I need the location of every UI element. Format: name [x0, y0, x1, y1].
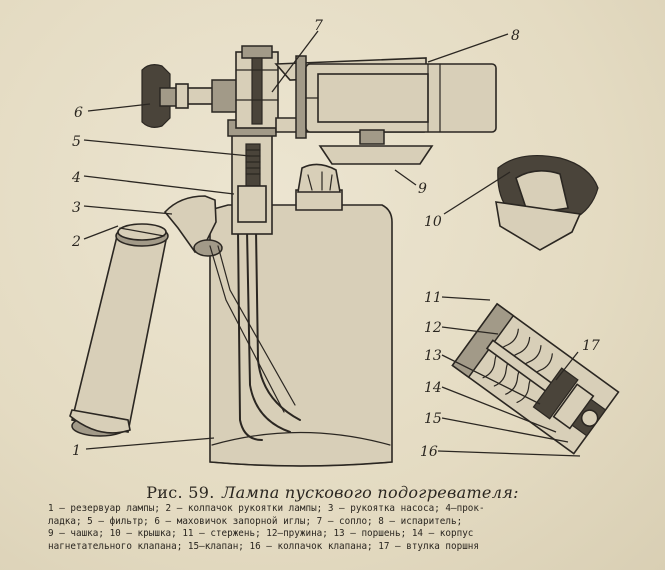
riser-tubes	[209, 229, 301, 441]
lamp-illustration: 1 2 3 4 5 6 7 8 9 10 11 12 13 14 15 16 1…	[69, 18, 620, 467]
filler-cap	[295, 163, 343, 211]
pump-handle	[69, 223, 169, 437]
figure-legend: 1 — резервуар лампы; 2 — колпачок рукоят…	[48, 503, 640, 553]
callout-8: 8	[511, 28, 520, 44]
callout-17: 17	[582, 338, 600, 354]
leader-lines	[83, 30, 581, 457]
valve-assembly	[175, 45, 279, 129]
callout-10: 10	[424, 214, 442, 230]
cup	[318, 129, 434, 165]
callout-6: 6	[74, 105, 83, 121]
callout-7: 7	[314, 18, 323, 34]
callout-2: 2	[71, 234, 81, 250]
legend-line: 9 — чашка; 10 — крышка; 11 — стержень; 1…	[48, 528, 474, 540]
figure-title: Лампа пускового подогревателя:	[222, 483, 519, 502]
callout-11: 11	[424, 290, 442, 306]
cover-detail	[495, 154, 599, 251]
callout-16: 16	[420, 444, 438, 460]
needle-handwheel	[141, 64, 189, 128]
callout-12: 12	[424, 320, 442, 336]
callout-5: 5	[72, 134, 81, 150]
handle-arm	[163, 195, 223, 257]
pump-cutaway	[451, 302, 620, 455]
callout-9: 9	[418, 181, 427, 197]
legend-line: 1 — резервуар лампы; 2 — колпачок рукоят…	[48, 503, 485, 514]
callout-4: 4	[71, 170, 81, 186]
evaporator	[305, 63, 497, 133]
figure-number: Рис. 59.	[146, 483, 215, 502]
legend-line: нагнетательного клапана; 15—клапан; 16 —…	[48, 540, 479, 552]
figure-caption: Рис. 59. Лампа пускового подогревателя:	[0, 483, 665, 502]
callout-14: 14	[424, 380, 442, 396]
callout-15: 15	[424, 411, 442, 427]
callout-1: 1	[72, 443, 81, 459]
callout-numbers: 1 2 3 4 5 6 7 8 9 10 11 12 13 14 15 16 1…	[71, 18, 600, 460]
filter-body	[227, 119, 277, 235]
callout-3: 3	[72, 200, 81, 216]
callout-13: 13	[424, 348, 442, 364]
legend-line: ладка; 5 — фильтр; 6 — маховичок запорно…	[48, 515, 463, 527]
